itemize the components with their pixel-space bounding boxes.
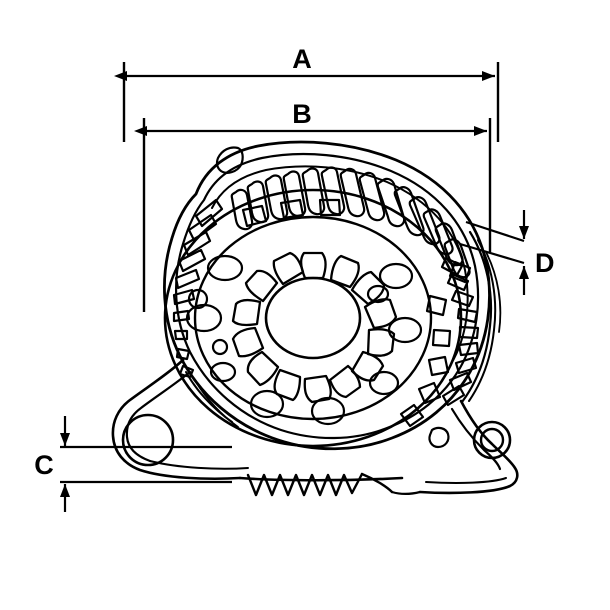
right-foot-inner [450, 407, 502, 471]
dimension-c [60, 416, 232, 512]
right-side-wall-3 [485, 251, 502, 333]
top-left-boss [215, 146, 244, 174]
dimension-d [459, 210, 529, 295]
rear-plate-inner [193, 215, 433, 421]
rear-boss-small [428, 426, 450, 449]
bottom-right-link [390, 490, 422, 495]
right-foot-bolt-hole [472, 420, 512, 460]
dimension-a [114, 62, 500, 142]
dimension-a-label: A [292, 44, 312, 74]
cooling-fan [231, 251, 398, 404]
alternator-body [111, 140, 519, 497]
dimension-d-label: D [535, 248, 555, 278]
dimension-b-label: B [292, 99, 312, 129]
right-side-wall [460, 230, 493, 404]
lower-left-detail-2 [195, 381, 239, 428]
right-side-wall-2 [468, 239, 497, 402]
bottom-serrated-fins [246, 472, 394, 497]
dimension-d-leader-upper [465, 220, 525, 243]
right-foot-edge [425, 477, 507, 484]
rear-plate [163, 188, 463, 448]
dimension-d-leader-lower [459, 242, 525, 265]
dimension-c-label: C [34, 450, 54, 480]
left-mounting-foot [111, 358, 242, 481]
lower-body-outline [238, 476, 404, 482]
right-mounting-foot [418, 399, 519, 495]
right-foot-bolt-boss [479, 427, 505, 453]
right-side-fins [440, 256, 480, 407]
left-foot-bolt-hole [121, 413, 175, 467]
